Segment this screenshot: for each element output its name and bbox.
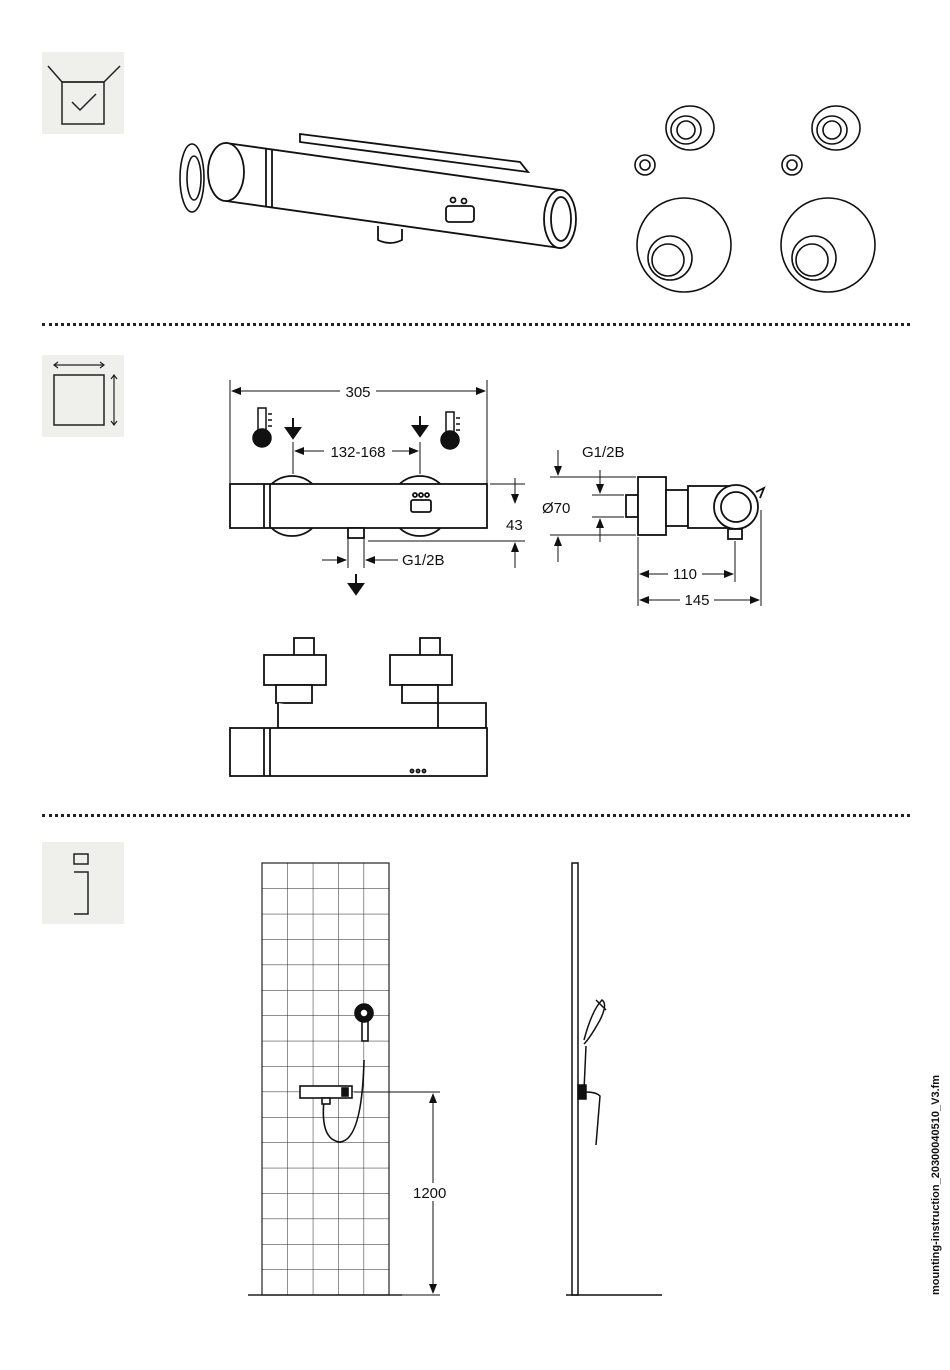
shower-set-side <box>578 1000 606 1145</box>
wall-side <box>566 863 662 1295</box>
tiled-wall-front <box>248 863 402 1295</box>
dim-mounting-height-label: 1200 <box>413 1185 446 1202</box>
file-name: mounting-instruction_20300040510_V3.fm <box>930 1075 942 1295</box>
